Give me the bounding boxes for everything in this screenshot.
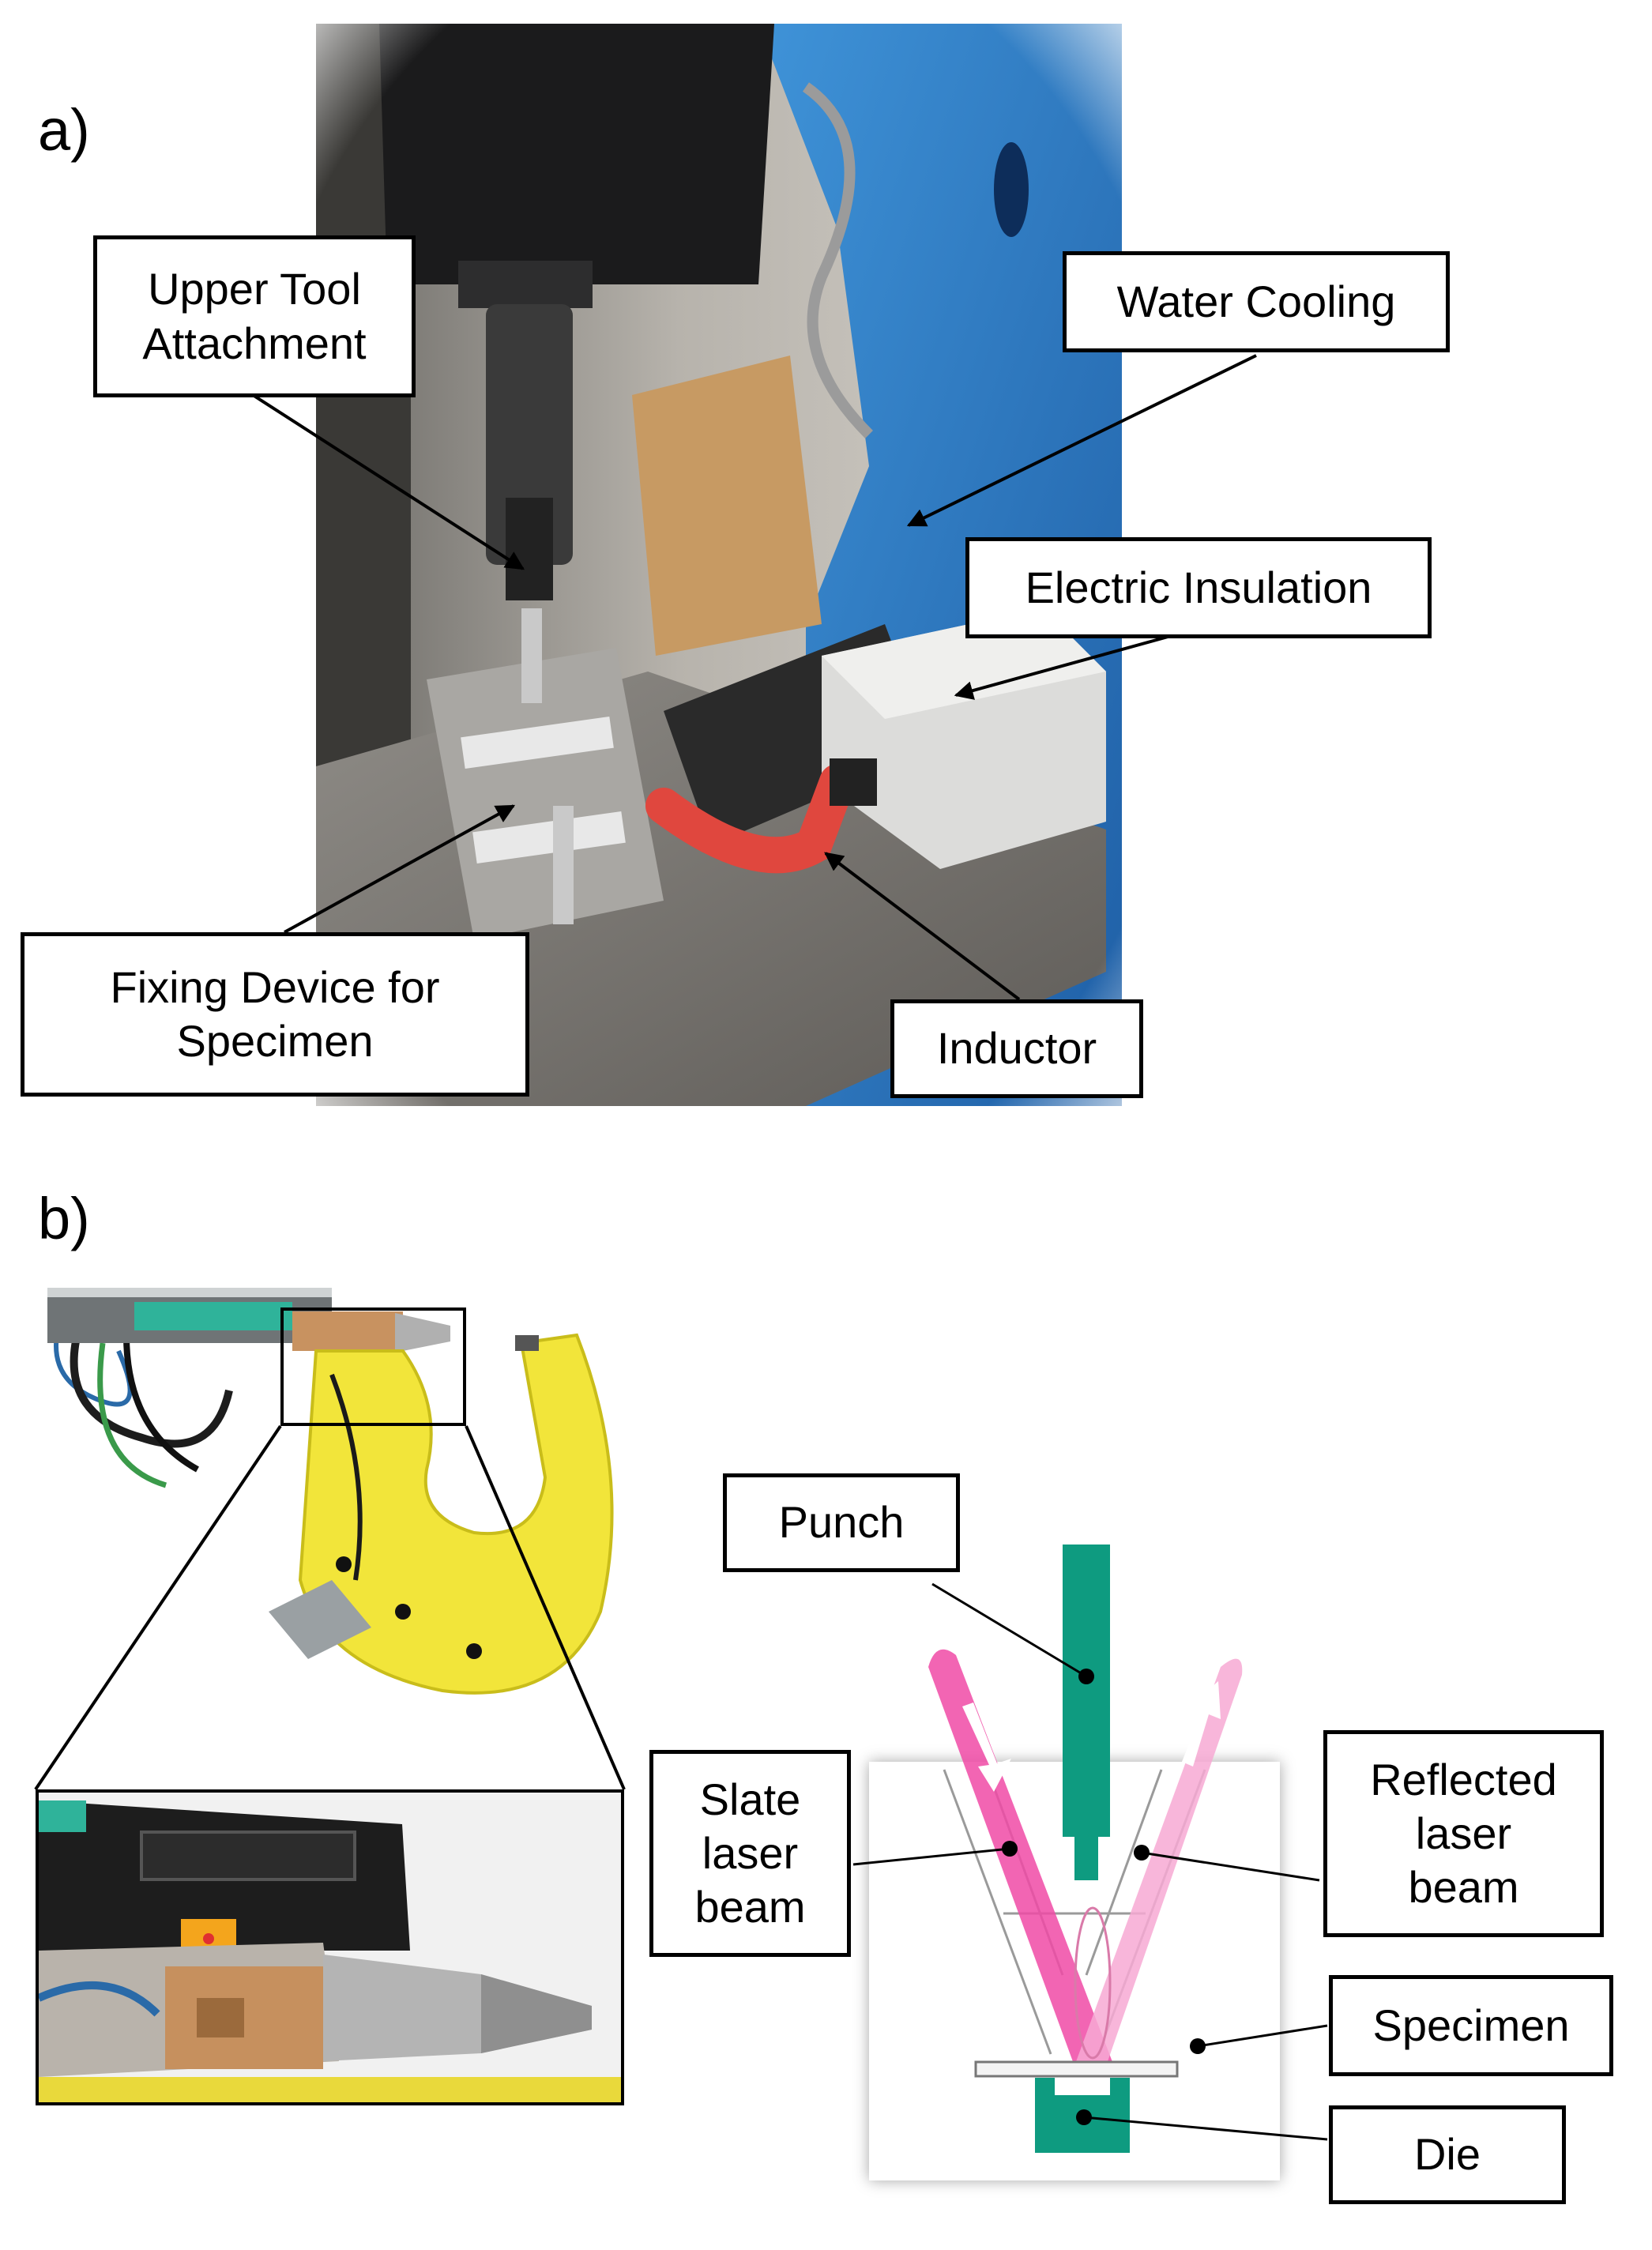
callout-die: Die — [1329, 2105, 1566, 2204]
panel-b-gun-photo — [32, 1280, 648, 1730]
specimen-leader — [1197, 2024, 1328, 2048]
die-cavity — [1055, 2078, 1110, 2095]
punch-leader-dot — [1078, 1669, 1094, 1684]
fixing-device-arrow — [284, 804, 516, 934]
reflected-beam-leader-dot — [1134, 1845, 1150, 1861]
reflected-laser-beam-shape — [1074, 1658, 1243, 2066]
slate-laser-beam-shape — [928, 1649, 1114, 2066]
punch-leader — [931, 1582, 1087, 1678]
slate-laser-arrow — [962, 1703, 1011, 1792]
panel-b-closeup-photo — [36, 1789, 624, 2105]
gun-detail-highlight-box — [280, 1307, 466, 1426]
water-cooling-arrow — [906, 354, 1257, 527]
nozzle-outer-left — [943, 1769, 1052, 2055]
panel-b-gun-illustration — [32, 1280, 648, 1730]
upper-tool-arrow — [251, 393, 525, 570]
electric-insulation-arrow — [954, 630, 1186, 700]
reflected-beam-leader — [1141, 1851, 1320, 1882]
callout-punch: Punch — [723, 1473, 960, 1572]
punch-shape — [1063, 1545, 1110, 1837]
callout-inductor: Inductor — [890, 999, 1143, 1098]
callout-electric-insulation: Electric Insulation — [965, 537, 1432, 638]
inductor-arrow — [824, 852, 1021, 1001]
punch-tip — [1074, 1837, 1098, 1880]
slate-beam-leader — [852, 1847, 1010, 1866]
nozzle-inner-right — [1085, 1769, 1163, 1976]
slate-beam-leader-dot — [1002, 1841, 1018, 1857]
die-leader-dot — [1076, 2109, 1092, 2125]
specimen-leader-dot — [1190, 2038, 1206, 2054]
die-leader — [1083, 2116, 1328, 2141]
callout-water-cooling: Water Cooling — [1063, 251, 1450, 352]
closeup-illustration — [39, 1793, 621, 2102]
reflected-laser-arrow — [1182, 1681, 1221, 1767]
focus-ellipse — [1074, 1906, 1112, 2060]
panel-a-label: a) — [38, 97, 90, 163]
specimen-shape — [974, 2060, 1179, 2078]
panel-b-label: b) — [38, 1186, 90, 1251]
callout-specimen: Specimen — [1329, 1975, 1613, 2076]
